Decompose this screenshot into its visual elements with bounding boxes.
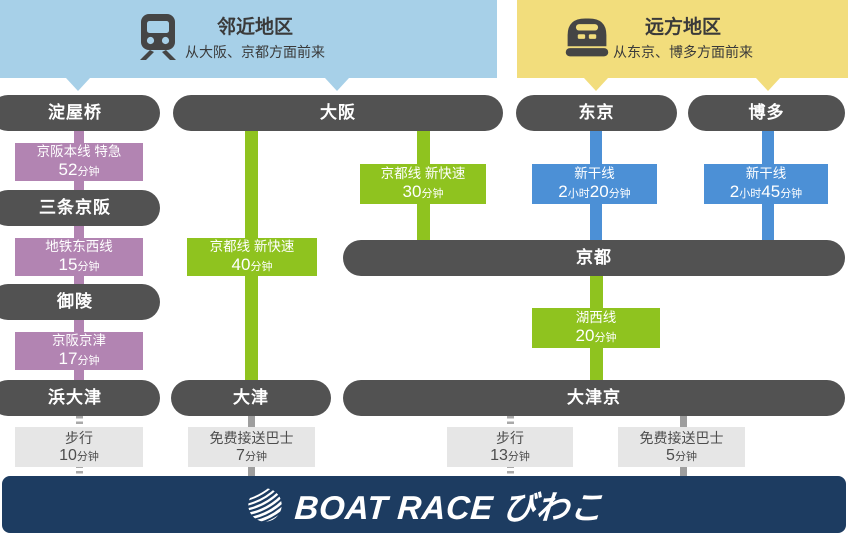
- route-box-keihan-main-line: 京阪本线 特急 52分钟: [15, 143, 143, 181]
- near-area-title: 邻近地区: [216, 17, 293, 38]
- footer-bar: BOAT RACE びわこ: [2, 476, 846, 533]
- pointer-triangle: [325, 78, 349, 91]
- duration-value: 30: [402, 182, 422, 201]
- route-box-kosei-line: 湖西线 20分钟: [532, 308, 660, 348]
- route-box-kyoto-line-40: 京都线 新快速 40分钟: [187, 238, 317, 276]
- far-area-header: 远方地区 从东京、博多方面前来: [517, 0, 848, 78]
- route-line-name: 京都线 新快速: [380, 166, 466, 181]
- duration-unit: 分钟: [76, 450, 99, 463]
- access-mode: 免费接送巴士: [209, 429, 294, 446]
- duration-unit: 分钟: [421, 188, 444, 200]
- route-line-name: 京阪京津: [52, 333, 106, 348]
- route-box-shinkansen-tokyo: 新干线 2小时20分钟: [532, 164, 657, 204]
- route-line-name: 湖西线: [575, 310, 617, 325]
- far-area-subtitle: 从东京、博多方面前来: [613, 44, 753, 60]
- route-duration: 40分钟: [187, 256, 317, 276]
- duration-unit: 分钟: [780, 188, 803, 200]
- station-pill-osaka: 大阪: [173, 95, 503, 131]
- route-line-name: 京阪本线 特急: [36, 144, 122, 159]
- route-line-name: 地铁东西线: [45, 239, 113, 254]
- duration-value: 17: [58, 349, 78, 368]
- far-area-title: 远方地区: [644, 17, 721, 38]
- duration-value: 7: [236, 446, 245, 464]
- station-pill-misasagi: 御陵: [0, 284, 160, 320]
- duration-value: 5: [666, 446, 675, 464]
- duration-unit: 分钟: [77, 355, 100, 367]
- duration-unit: 分钟: [77, 261, 100, 273]
- duration-unit: 小时: [567, 188, 590, 200]
- route-box-shinkansen-hakata: 新干线 2小时45分钟: [704, 164, 828, 204]
- duration-value: 45: [761, 182, 781, 201]
- station-pill-otsu: 大津: [171, 380, 331, 416]
- station-pill-otsukyo: 大津京: [343, 380, 845, 416]
- route-duration: 15分钟: [15, 256, 143, 276]
- route-box-keihan-keishin-line: 京阪京津 17分钟: [15, 332, 143, 370]
- access-duration: 10分钟: [15, 447, 143, 466]
- access-box-bus-otsu: 免费接送巴士 7分钟: [188, 427, 315, 467]
- duration-value: 20: [589, 182, 609, 201]
- access-mode: 免费接送巴士: [639, 429, 724, 446]
- route-box-kyoto-line-30: 京都线 新快速 30分钟: [360, 164, 486, 204]
- duration-unit: 分钟: [77, 166, 100, 178]
- access-mode: 步行: [65, 429, 93, 446]
- duration-unit: 分钟: [244, 450, 267, 463]
- route-duration: 17分钟: [15, 350, 143, 370]
- duration-value: 10: [59, 446, 77, 464]
- duration-unit: 分钟: [250, 261, 273, 273]
- route-duration: 52分钟: [15, 161, 143, 181]
- pointer-triangle: [584, 78, 608, 91]
- duration-value: 13: [490, 446, 508, 464]
- duration-value: 15: [58, 255, 78, 274]
- duration-unit: 分钟: [608, 188, 631, 200]
- route-box-subway-tozai-line: 地铁东西线 15分钟: [15, 238, 143, 276]
- duration-value: 20: [575, 326, 595, 345]
- station-pill-yodoyabashi: 淀屋桥: [0, 95, 160, 131]
- route-duration: 2小时20分钟: [532, 183, 657, 203]
- duration-unit: 分钟: [594, 332, 617, 344]
- duration-unit: 分钟: [507, 450, 530, 463]
- route-line-name: 新干线: [745, 166, 787, 181]
- near-area-subtitle: 从大阪、京都方面前来: [185, 44, 325, 60]
- access-box-walk-hamaotsu: 步行 10分钟: [15, 427, 143, 467]
- brand-text: BOAT RACE びわこ: [293, 488, 605, 526]
- access-duration: 13分钟: [447, 447, 573, 466]
- duration-unit: 分钟: [674, 450, 697, 463]
- access-box-walk-otsukyo: 步行 13分钟: [447, 427, 573, 467]
- station-pill-sanjo-keihan: 三条京阪: [0, 190, 160, 226]
- duration-value: 40: [231, 255, 251, 274]
- duration-value: 52: [58, 160, 78, 179]
- pointer-triangle: [756, 78, 780, 91]
- route-line-name: 京都线 新快速: [209, 239, 295, 254]
- access-box-bus-otsukyo: 免费接送巴士 5分钟: [618, 427, 745, 467]
- train-icon: [140, 14, 176, 60]
- station-pill-hakata: 博多: [688, 95, 845, 131]
- station-pill-kyoto: 京都: [343, 240, 845, 276]
- boatrace-swirl-icon: [244, 483, 287, 526]
- access-duration: 7分钟: [188, 447, 315, 466]
- boatrace-logo[interactable]: BOAT RACE びわこ: [244, 481, 605, 529]
- station-pill-hamaotsu: 浜大津: [0, 380, 160, 416]
- duration-value: 2: [558, 182, 568, 201]
- route-duration: 2小时45分钟: [704, 183, 828, 203]
- duration-value: 2: [729, 182, 740, 201]
- access-duration: 5分钟: [618, 447, 745, 466]
- route-duration: 30分钟: [360, 183, 486, 203]
- station-pill-tokyo: 东京: [516, 95, 677, 131]
- near-area-header: 邻近地区 从大阪、京都方面前来: [0, 0, 497, 78]
- route-duration: 20分钟: [532, 327, 660, 347]
- pointer-triangle: [66, 78, 90, 91]
- shinkansen-icon: [565, 18, 609, 57]
- access-mode: 步行: [496, 429, 524, 446]
- duration-unit: 小时: [739, 188, 762, 200]
- route-line-name: 新干线: [574, 166, 615, 181]
